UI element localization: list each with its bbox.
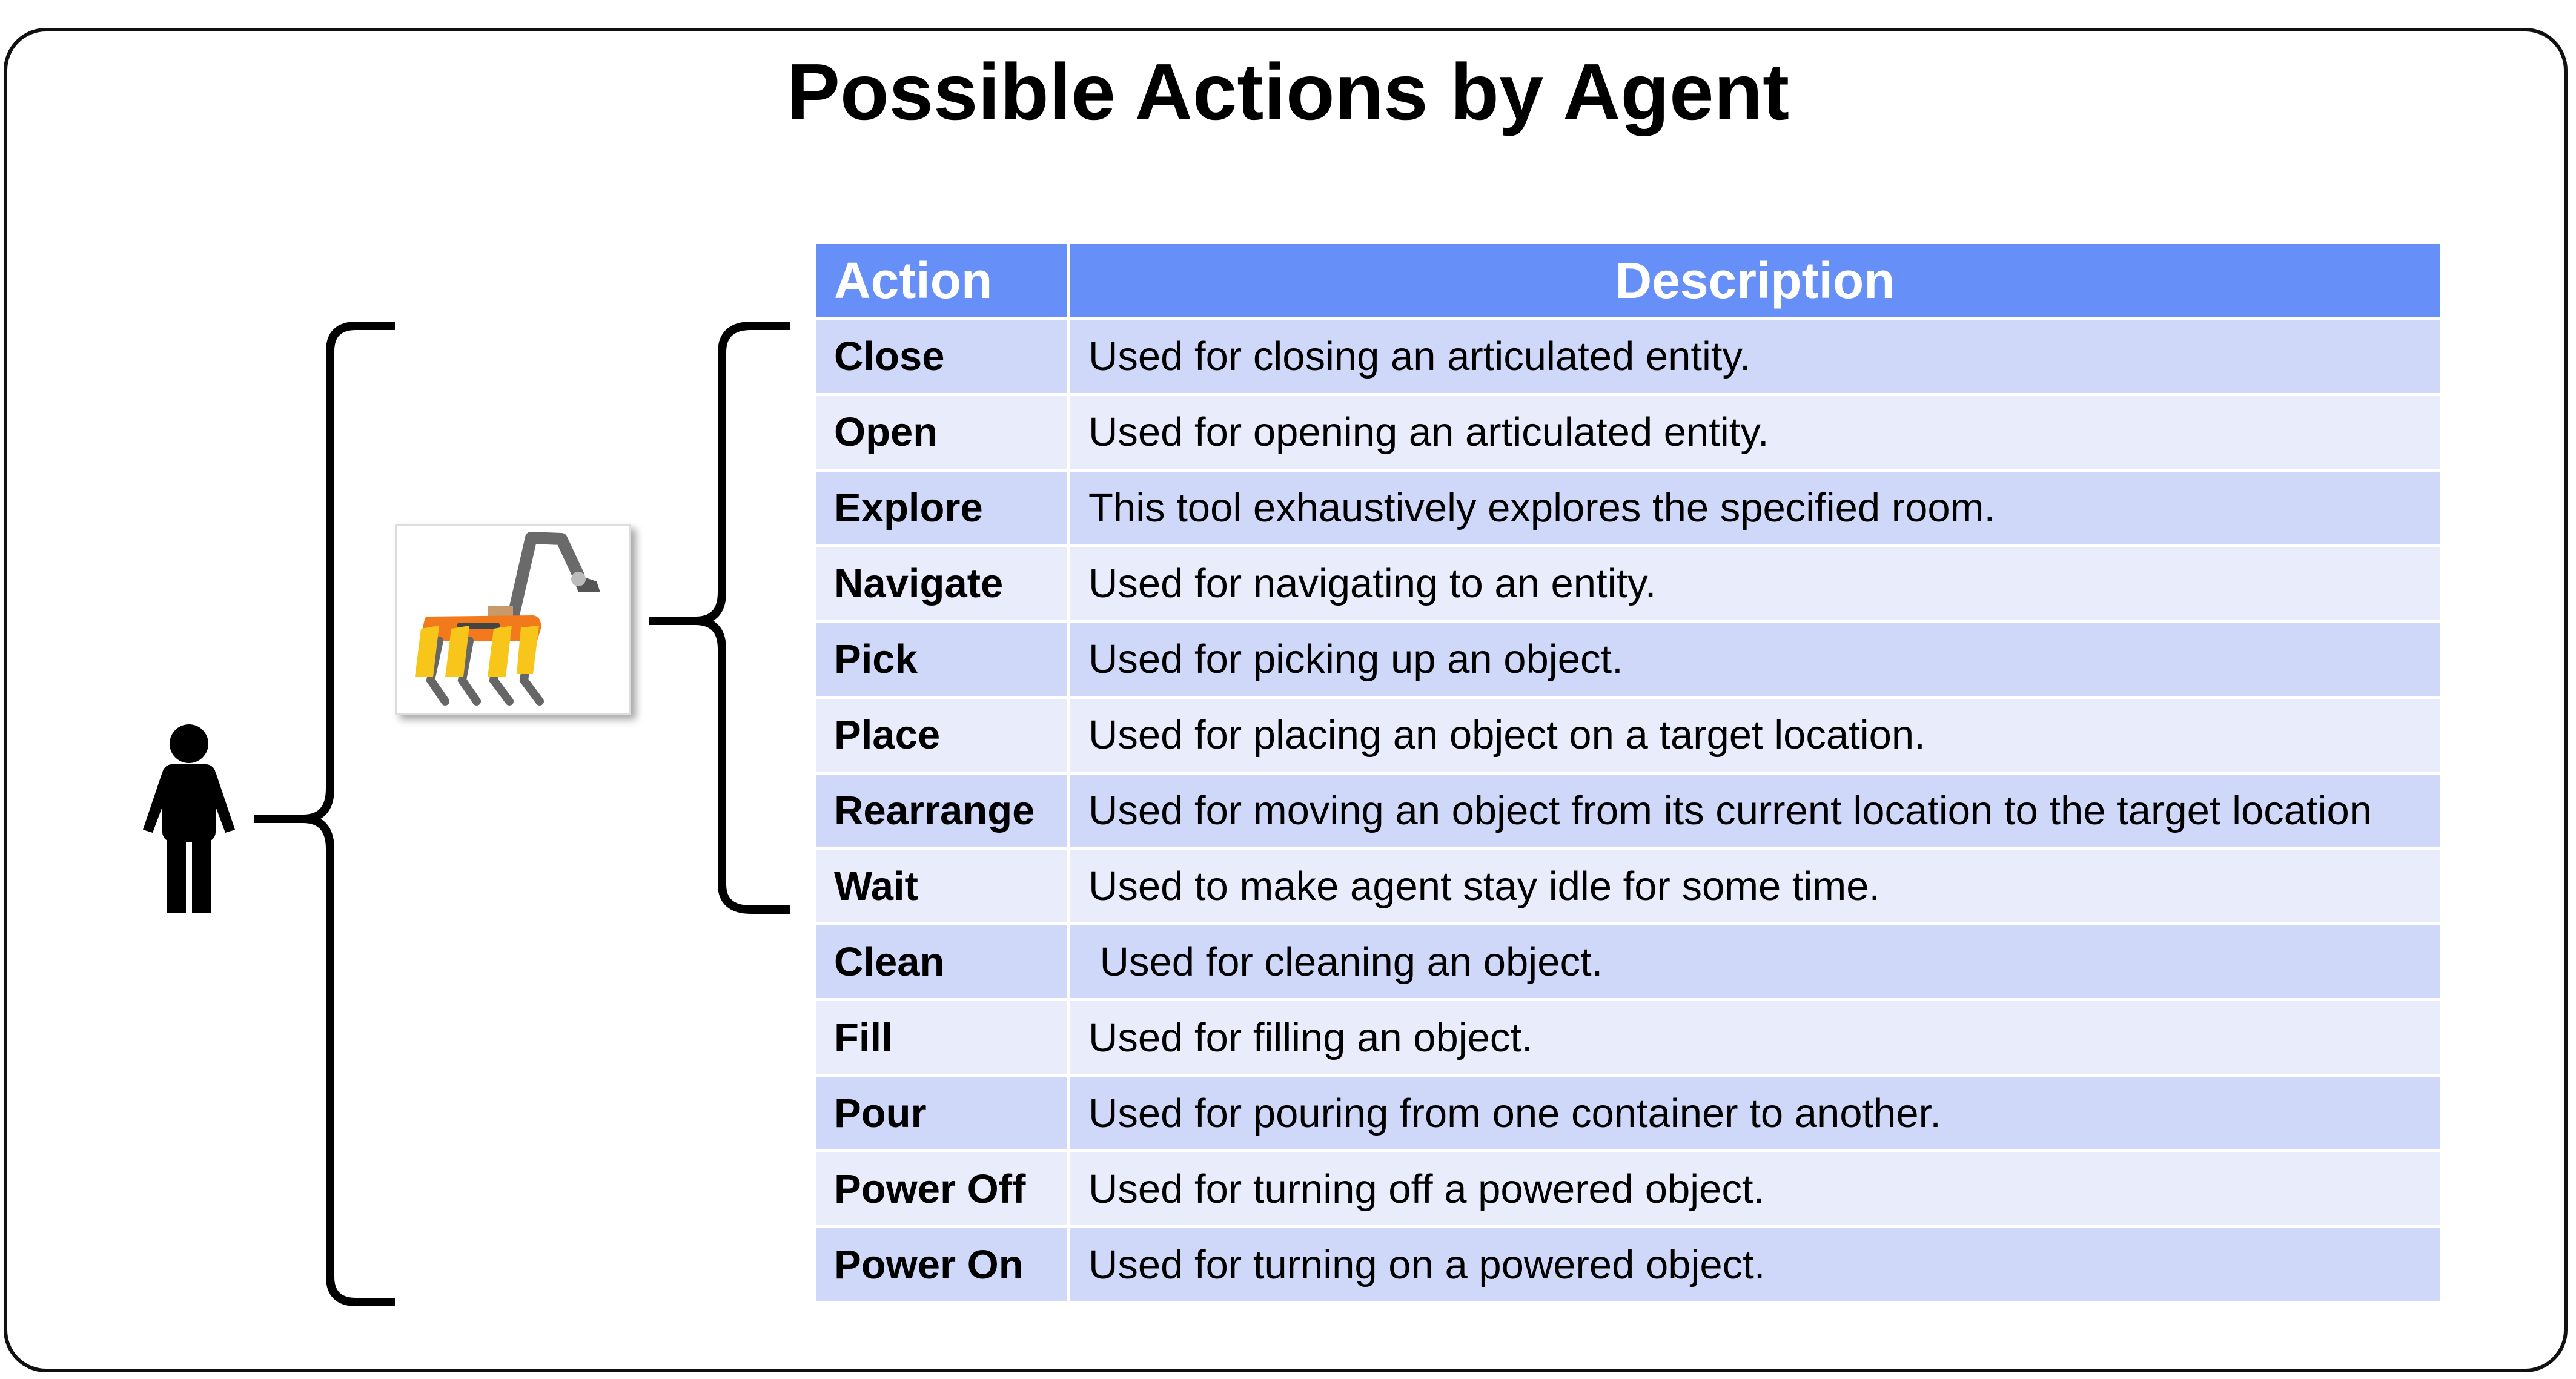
action-description: Used for picking up an object. (1067, 620, 2443, 699)
action-description: Used for placing an object on a target l… (1067, 695, 2443, 775)
action-description: Used for cleaning an object. (1067, 922, 2443, 1002)
action-name: Clean (813, 922, 1070, 1002)
action-name: Power On (813, 1225, 1070, 1304)
action-name: Fill (813, 998, 1070, 1077)
robot-image (395, 524, 631, 715)
action-name: Rearrange (813, 771, 1070, 850)
action-description: Used for closing an articulated entity. (1067, 317, 2443, 396)
action-description: Used for moving an object from its curre… (1067, 771, 2443, 850)
action-description: Used for turning on a powered object. (1067, 1225, 2443, 1304)
action-name: Close (813, 317, 1070, 396)
table-row: Close Used for closing an articulated en… (813, 317, 2443, 396)
person-icon (143, 724, 235, 913)
table-row: Pick Used for picking up an object. (813, 620, 2443, 699)
action-name: Pick (813, 620, 1070, 699)
header-action: Action (813, 241, 1070, 320)
table-row: Fill Used for filling an object. (813, 998, 2443, 1077)
action-name: Pour (813, 1074, 1070, 1153)
table-row: Power Off Used for turning off a powered… (813, 1149, 2443, 1229)
table-row: Navigate Used for navigating to an entit… (813, 544, 2443, 623)
table-row: Wait Used to make agent stay idle for so… (813, 847, 2443, 926)
action-name: Power Off (813, 1149, 1070, 1229)
table-header-row: Action Description (813, 241, 2443, 320)
large-bracket (254, 322, 395, 1306)
table-row: Explore This tool exhaustively explores … (813, 468, 2443, 547)
actions-table: Action Description Close Used for closin… (813, 241, 2443, 1304)
action-name: Navigate (813, 544, 1070, 623)
action-name: Open (813, 392, 1070, 472)
small-bracket (649, 322, 790, 914)
action-name: Explore (813, 468, 1070, 547)
action-name: Place (813, 695, 1070, 775)
action-description: This tool exhaustively explores the spec… (1067, 468, 2443, 547)
figure-title: Possible Actions by Agent (786, 47, 1790, 136)
action-description: Used for turning off a powered object. (1067, 1149, 2443, 1229)
action-description: Used for navigating to an entity. (1067, 544, 2443, 623)
table-row: Open Used for opening an articulated ent… (813, 392, 2443, 472)
robot-dog-icon (415, 532, 600, 706)
action-description: Used for pouring from one container to a… (1067, 1074, 2443, 1153)
table-row: Power On Used for turning on a powered o… (813, 1225, 2443, 1304)
header-description: Description (1067, 241, 2443, 320)
action-description: Used for filling an object. (1067, 998, 2443, 1077)
table-row: Place Used for placing an object on a ta… (813, 695, 2443, 775)
action-description: Used to make agent stay idle for some ti… (1067, 847, 2443, 926)
table-row: Clean Used for cleaning an object. (813, 922, 2443, 1002)
table-row: Rearrange Used for moving an object from… (813, 771, 2443, 850)
action-name: Wait (813, 847, 1070, 926)
action-description: Used for opening an articulated entity. (1067, 392, 2443, 472)
table-row: Pour Used for pouring from one container… (813, 1074, 2443, 1153)
